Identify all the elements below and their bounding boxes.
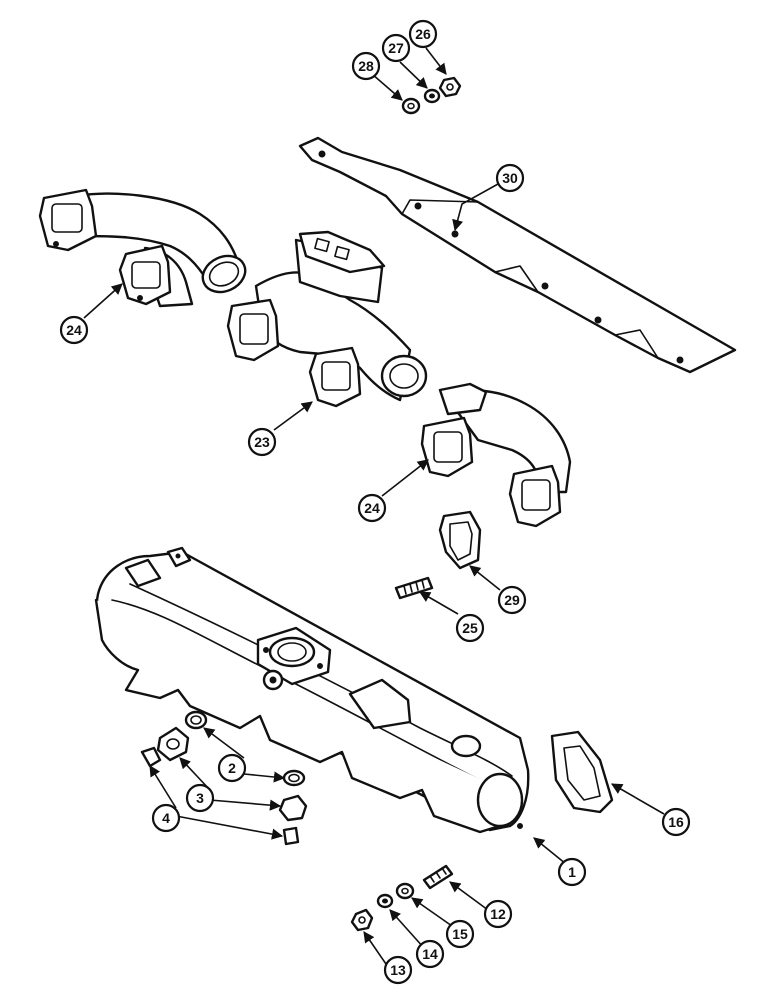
manifold-elbow-left-part	[38, 188, 247, 308]
pipe-plug-part	[140, 746, 300, 846]
callout-27-number: 27	[388, 40, 404, 56]
callout-1: 1	[557, 857, 587, 887]
callout-30-number: 30	[502, 170, 518, 186]
stud-part	[394, 576, 434, 600]
callout-14: 14	[415, 939, 445, 969]
leader-23	[273, 401, 313, 431]
callout-12-number: 12	[490, 906, 506, 922]
leader-4	[149, 765, 177, 809]
manifold-washer-part	[395, 882, 415, 900]
lock-washer-part	[423, 88, 441, 104]
sealing-washer-part	[184, 710, 306, 787]
callout-25-number: 25	[462, 620, 478, 636]
callout-16: 16	[661, 807, 691, 837]
callout-4-number: 4	[162, 810, 170, 826]
callout-26: 26	[408, 19, 438, 49]
flat-washer-part	[401, 97, 421, 115]
callout-30: 30	[495, 163, 525, 193]
leader-27	[399, 61, 428, 89]
callout-4: 4	[151, 803, 181, 833]
manifold-lock-washer-part	[376, 893, 394, 909]
leader-1	[533, 837, 567, 865]
callout-15-number: 15	[452, 926, 468, 942]
leader-25	[419, 591, 459, 615]
leader-4b	[175, 815, 284, 840]
exhaust-manifold-part	[94, 546, 530, 834]
callout-25: 25	[455, 613, 485, 643]
callout-1-number: 1	[568, 864, 576, 880]
callout-16-number: 16	[668, 814, 684, 830]
manifold-elbow-right-part	[420, 382, 572, 528]
callout-27: 27	[381, 33, 411, 63]
leader-15	[411, 897, 453, 927]
callout-2-number: 2	[228, 760, 236, 776]
leader-13	[363, 931, 387, 965]
leader-30	[452, 183, 499, 232]
leader-2b	[243, 771, 286, 783]
callout-28-number: 28	[358, 58, 374, 74]
leader-14	[389, 909, 425, 949]
leader-24a	[83, 283, 123, 319]
manifold-nut-part	[350, 908, 374, 932]
leader-3	[179, 757, 211, 791]
callout-2: 2	[217, 753, 247, 783]
callout-13: 13	[383, 955, 413, 985]
leader-16	[611, 783, 665, 815]
callout-24-lower-number: 24	[364, 500, 380, 516]
callout-3: 3	[185, 783, 215, 813]
heat-shield-part	[298, 136, 737, 374]
nut-part	[438, 76, 462, 98]
manifold-center-section-part	[226, 230, 428, 408]
callout-3-number: 3	[196, 790, 204, 806]
callout-29: 29	[497, 585, 527, 615]
leader-29	[469, 565, 501, 591]
leader-28	[371, 73, 403, 101]
leader-26	[425, 47, 447, 75]
leader-24b	[381, 459, 429, 497]
hex-plug-part	[156, 726, 308, 822]
callout-13-number: 13	[390, 962, 406, 978]
callout-24-lower: 24	[357, 493, 387, 523]
leader-12	[449, 881, 489, 911]
outlet-gasket-part	[550, 730, 614, 814]
manifold-stud-part	[422, 864, 454, 890]
leader-3b	[209, 799, 282, 811]
callout-28: 28	[351, 51, 381, 81]
callout-29-number: 29	[504, 592, 520, 608]
callout-24-upper-number: 24	[66, 322, 82, 338]
callout-24-upper: 24	[59, 315, 89, 345]
callout-15: 15	[445, 919, 475, 949]
callout-12: 12	[483, 899, 513, 929]
callout-14-number: 14	[422, 946, 438, 962]
callout-23-number: 23	[254, 434, 270, 450]
callout-23: 23	[247, 427, 277, 457]
leader-lines	[83, 47, 665, 965]
leader-2	[203, 727, 245, 759]
callout-26-number: 26	[415, 26, 431, 42]
gasket-part	[438, 510, 482, 570]
